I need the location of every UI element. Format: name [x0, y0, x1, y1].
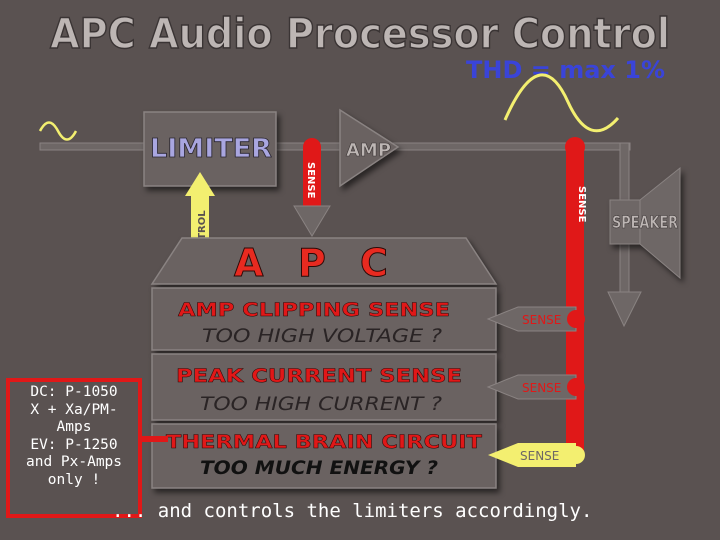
stage-box-3	[151, 423, 497, 489]
apc-letter-a: A	[234, 241, 264, 285]
note-connector	[142, 436, 168, 442]
amp-label: AMP	[346, 140, 391, 161]
sense-tag-3: SENSE	[488, 443, 585, 467]
stage-box-1	[151, 287, 497, 351]
output-sine-icon	[503, 73, 620, 133]
sense-tag-1: SENSE	[486, 306, 585, 332]
note-line-5: and Px-Amps	[25, 454, 123, 470]
amp-block	[339, 108, 400, 188]
input-sine-icon	[38, 121, 78, 141]
note-line-3: Amps	[56, 419, 92, 435]
thd-label: THD = max 1%	[466, 56, 665, 84]
stage-title-3: THERMAL BRAIN CIRCUIT	[166, 431, 482, 453]
stage-question-2: TOO HIGH CURRENT ?	[200, 393, 442, 415]
stage-title-2: PEAK CURRENT SENSE	[176, 365, 462, 387]
sense-node-top	[565, 137, 585, 157]
sense-label-bus: SENSE	[576, 186, 587, 223]
note-line-6: only !	[47, 471, 101, 488]
main-title: APC Audio Processor Control	[50, 9, 670, 58]
signal-line-in	[39, 142, 145, 151]
stage-question-3: TOO MUCH ENERGY ?	[200, 457, 438, 479]
limiter-label: LIMITER	[150, 134, 272, 164]
footer-caption: ... and controls the limiters accordingl…	[112, 500, 593, 522]
stage-question-1: TOO HIGH VOLTAGE ?	[202, 325, 442, 347]
note-box: DC: P-1050 X + Xa/PM- Amps EV: P-1250 an…	[6, 378, 142, 518]
speaker-icon	[609, 166, 681, 280]
sense-line-amp	[303, 146, 321, 208]
signal-line-out	[391, 142, 631, 151]
speaker-arrow-icon	[607, 291, 642, 328]
apc-letter-c: C	[360, 241, 388, 285]
sense-tag-label-2: SENSE	[522, 381, 561, 395]
apc-header	[150, 237, 498, 285]
apc-letter-p: P	[298, 241, 326, 285]
sense-tag-2: SENSE	[486, 374, 585, 400]
speaker-label: SPEAKER	[612, 213, 678, 233]
sense-label-amp: SENSE	[305, 162, 316, 199]
sense-tag-label-3: SENSE	[520, 449, 559, 463]
sense-arrow-icon	[293, 205, 331, 237]
control-arrow-icon	[185, 172, 215, 196]
stage-box-2	[151, 353, 497, 421]
note-line-4: EV: P-1250	[30, 436, 118, 453]
sense-node-amp	[303, 138, 321, 156]
note-line-2: X + Xa/PM-	[30, 401, 118, 418]
control-label: CONTROL	[197, 210, 208, 264]
note-line-1: DC: P-1050	[30, 384, 118, 400]
sense-tag-label-1: SENSE	[522, 313, 561, 327]
limiter-box	[143, 111, 277, 187]
stage-title-1: AMP CLIPPING SENSE	[178, 299, 450, 321]
